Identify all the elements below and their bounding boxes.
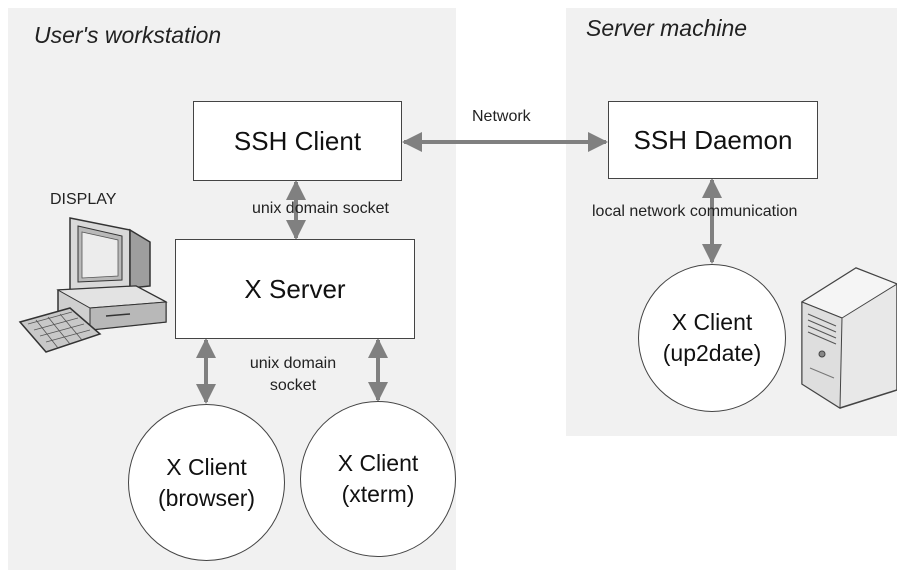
x-client-browser-line2: (browser) [157, 484, 256, 511]
local-network-label: local network communication [592, 203, 798, 220]
unix-socket-top-label: unix domain socket [252, 200, 389, 217]
x-client-up2date-circle: X Client (up2date) [638, 264, 786, 412]
x-client-browser-circle: X Client (browser) [128, 404, 285, 561]
display-label: DISPLAY [50, 191, 117, 208]
ssh-client-box: SSH Client [193, 101, 402, 181]
network-label: Network [472, 108, 531, 125]
unix-socket-bottom-line1: unix domain [249, 355, 337, 372]
unix-socket-bottom-label: unix domain socket [238, 353, 348, 397]
computer-display-icon [18, 217, 168, 353]
unix-socket-bottom-line2: socket [269, 377, 317, 394]
x-client-xterm-circle: X Client (xterm) [300, 401, 456, 557]
x-client-xterm-line2: (xterm) [341, 481, 415, 507]
x-server-box: X Server [175, 239, 415, 339]
x-client-browser-line1: X Client [166, 453, 247, 480]
ssh-daemon-box: SSH Daemon [608, 101, 818, 179]
x-client-xterm-line1: X Client [337, 450, 419, 476]
server-label: Server machine [586, 15, 748, 41]
server-tower-icon [800, 267, 897, 409]
x-client-up2date-line1: X Client [671, 309, 753, 335]
workstation-label: User's workstation [34, 22, 222, 48]
x-client-up2date-line2: (up2date) [662, 340, 762, 366]
